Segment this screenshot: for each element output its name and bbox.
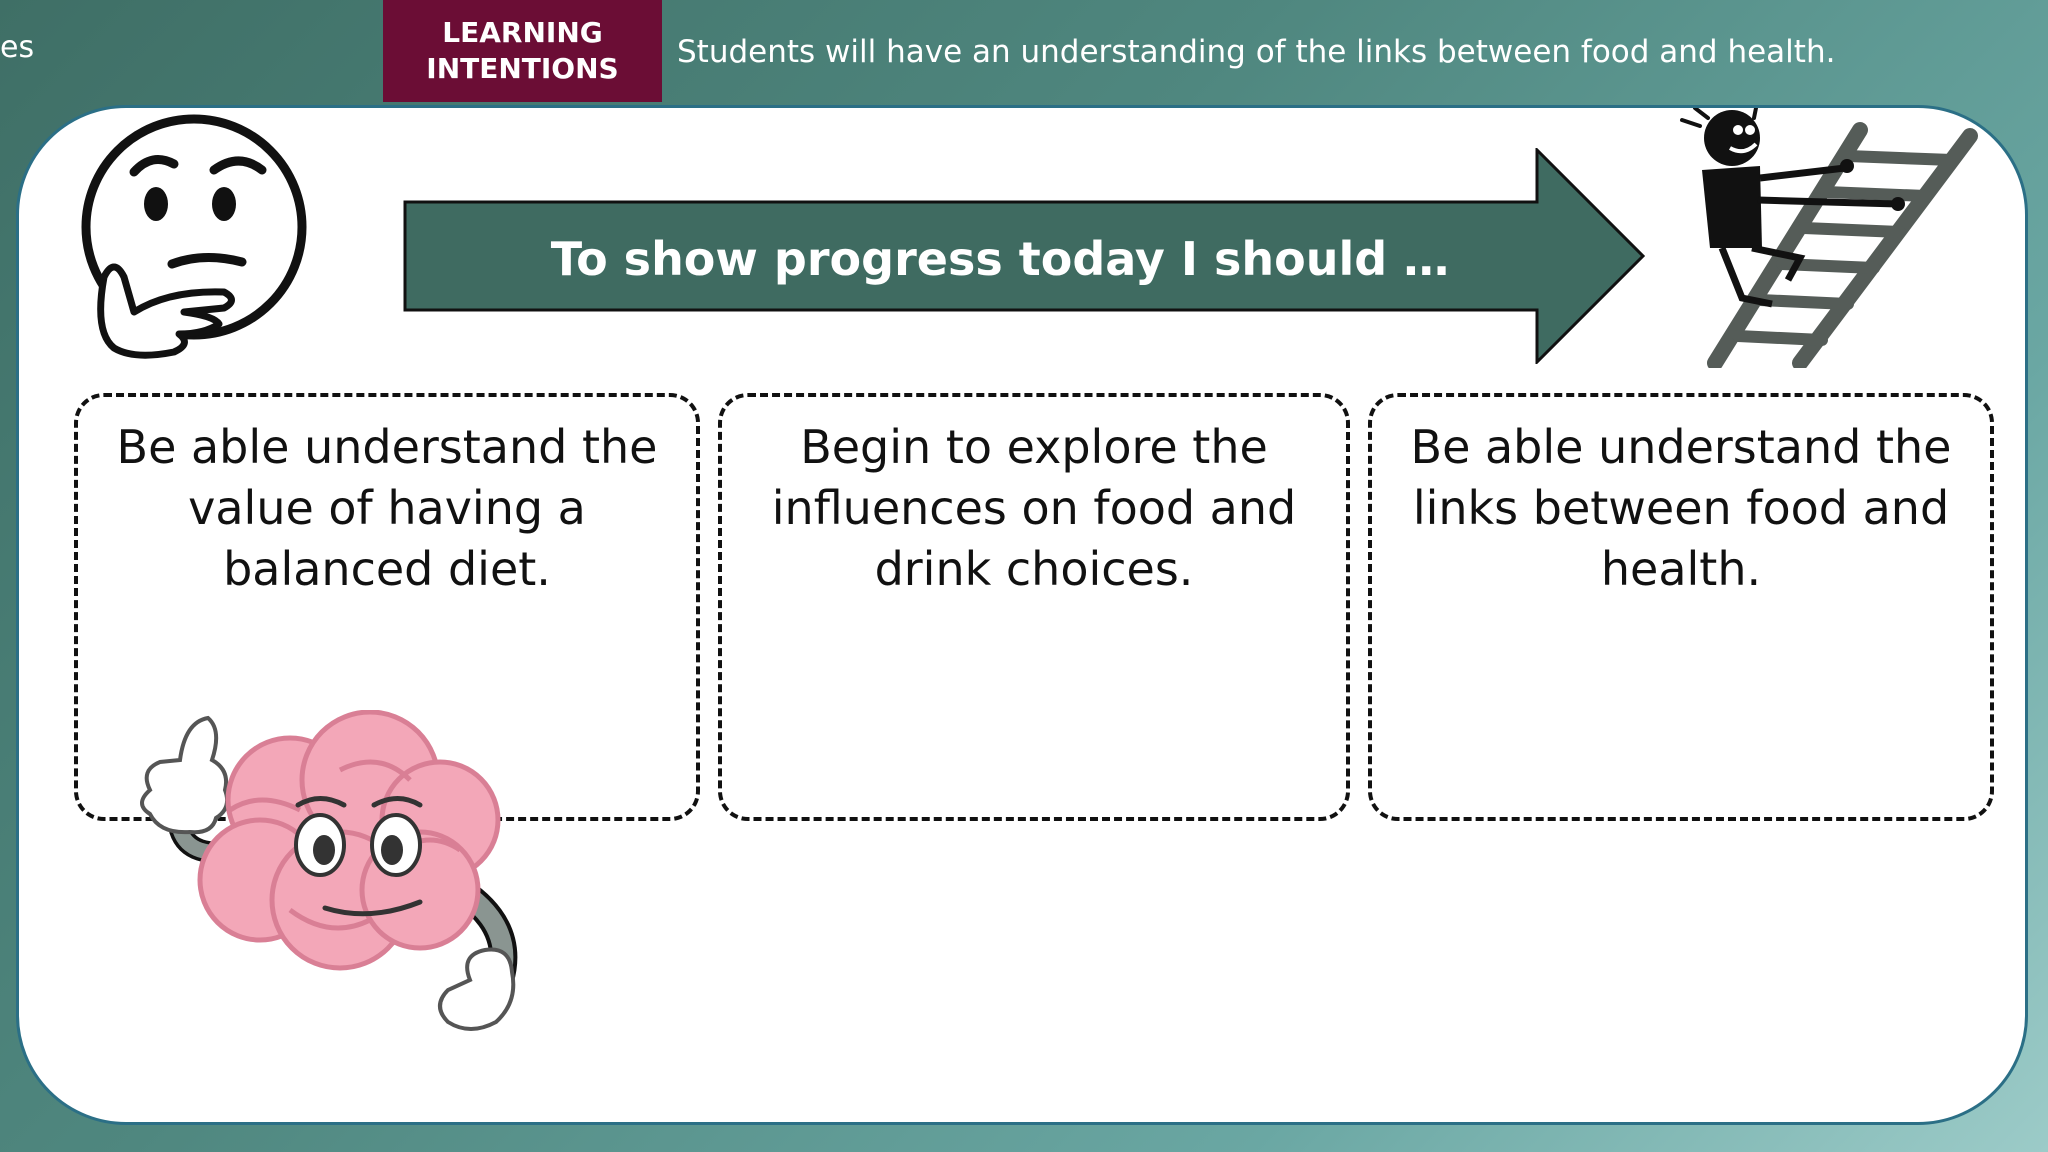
slide-title-fragment: es xyxy=(0,30,35,65)
brain-thumbs-up-icon xyxy=(140,710,518,1031)
tab-line-2: INTENTIONS xyxy=(426,52,619,85)
progress-banner-text: To show progress today I should … xyxy=(550,232,1450,286)
progress-arrow-icon xyxy=(403,148,1645,364)
goal-3-line-2: links between food and xyxy=(1412,481,1950,535)
climbing-ladder-icon xyxy=(1680,108,1978,368)
goal-2-line-2: influences on food and xyxy=(771,481,1297,535)
tab-line-1: LEARNING xyxy=(442,16,603,49)
goal-2-line-1: Begin to explore the xyxy=(800,420,1268,474)
goal-1-line-3: balanced diet. xyxy=(223,542,551,596)
goal-box-2: Begin to explore the influences on food … xyxy=(718,393,1350,821)
goal-1-line-2: value of having a xyxy=(188,481,586,535)
learning-intention-text: Students will have an understanding of t… xyxy=(677,34,1836,70)
goal-3-line-1: Be able understand the xyxy=(1410,420,1952,474)
goal-2-line-3: drink choices. xyxy=(874,542,1194,596)
thinking-face-icon xyxy=(81,114,307,359)
learning-intentions-tab: LEARNING INTENTIONS xyxy=(383,0,662,102)
goal-1-line-1: Be able understand the xyxy=(116,420,658,474)
goal-box-3: Be able understand the links between foo… xyxy=(1368,393,1994,821)
goal-3-line-3: health. xyxy=(1600,542,1762,596)
